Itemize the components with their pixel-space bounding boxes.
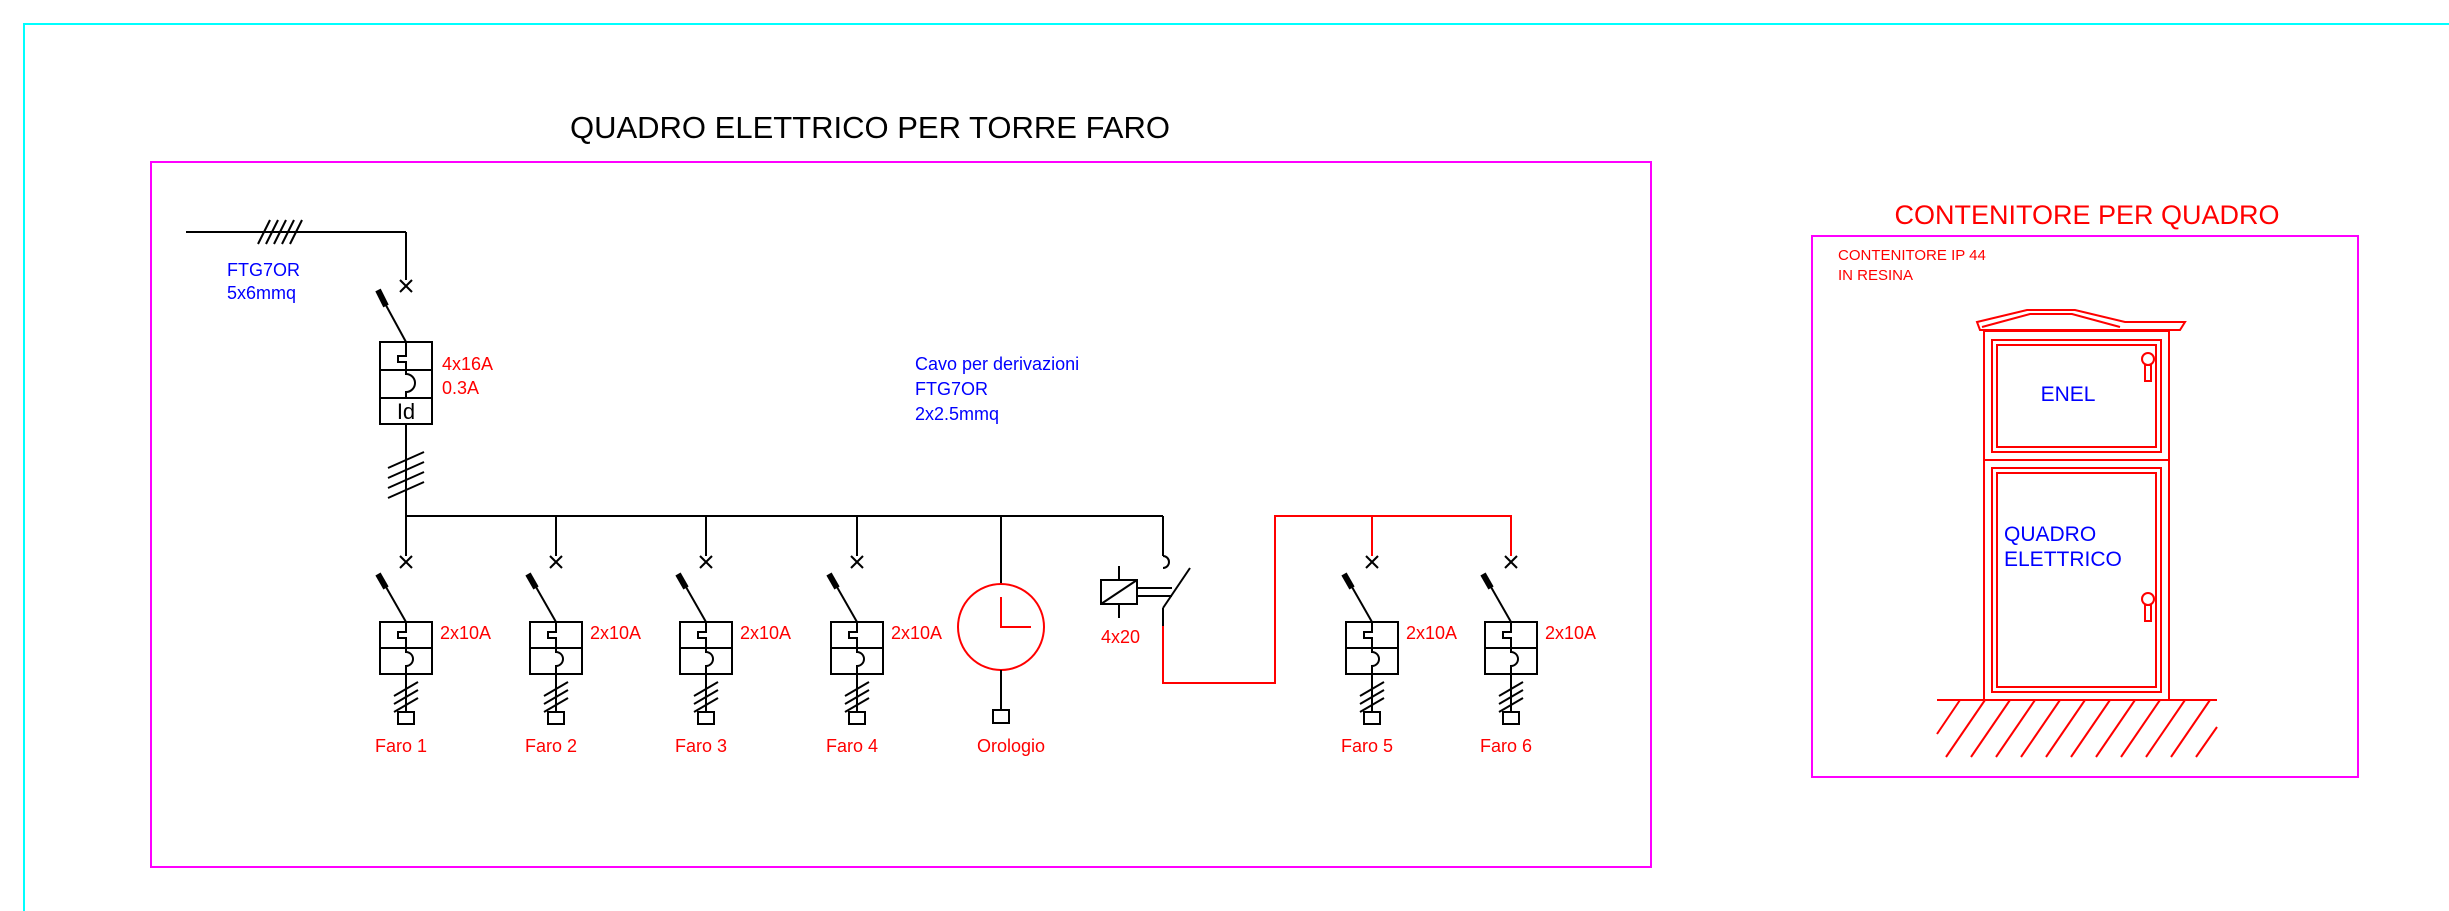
branch-rating-4: 2x10A xyxy=(891,623,942,643)
branch-label-1: Faro 1 xyxy=(375,736,427,756)
cabinet-bottom-line2: ELETTRICO xyxy=(2004,548,2122,571)
contactor-rating: 4x20 xyxy=(1101,627,1140,647)
sheet-frame xyxy=(23,23,2449,911)
main-rcd-symbol: Id xyxy=(397,399,415,424)
cabinet-note-line1: CONTENITORE IP 44 xyxy=(1838,247,1986,264)
branch-rating-3: 2x10A xyxy=(740,623,791,643)
cabinet-title: CONTENITORE PER QUADRO xyxy=(1894,200,2279,230)
main-breaker-sensitivity: 0.3A xyxy=(442,378,479,398)
branch-breaker-6: 2x10A Faro 6 xyxy=(1480,516,1596,756)
branch-rating-5: 2x10A xyxy=(1406,623,1457,643)
branch-breaker-5: 2x10A Faro 5 xyxy=(1341,516,1457,756)
branch-label-6: Faro 6 xyxy=(1480,736,1532,756)
branch-cable-section: 2x2.5mmq xyxy=(915,404,999,424)
branch-breakers: 2x10A Faro 1 2x10A Faro 2 2x10A Faro 3 2x10A Fa… xyxy=(375,516,1596,756)
branch-label-4: Faro 4 xyxy=(826,736,878,756)
cabinet-note-line2: IN RESINA xyxy=(1838,267,1913,284)
feed-cable-type: FTG7OR xyxy=(227,260,300,280)
branch-cable-type: FTG7OR xyxy=(915,379,988,399)
branch-breaker-4: 2x10A Faro 4 xyxy=(826,516,942,756)
cabinet-top-compartment: ENEL xyxy=(2041,383,2096,406)
main-rcd-breaker xyxy=(375,279,433,516)
branch-cable-title: Cavo per derivazioni xyxy=(915,354,1079,374)
branch-breaker-3: 2x10A Faro 3 xyxy=(675,516,791,756)
cabinet-bottom-line1: QUADRO xyxy=(2004,523,2096,546)
feed-cable-section: 5x6mmq xyxy=(227,283,296,303)
clock-label: Orologio xyxy=(977,736,1045,756)
cabinet-drawing xyxy=(1936,309,2218,758)
branch-breaker-1: 2x10A Faro 1 xyxy=(375,516,491,756)
branch-rating-2: 2x10A xyxy=(590,623,641,643)
clock-timer xyxy=(957,516,1045,724)
cabinet-border xyxy=(1811,235,2359,778)
contactor-output-line xyxy=(1162,515,1512,684)
branch-rating-1: 2x10A xyxy=(440,623,491,643)
main-title: QUADRO ELETTRICO PER TORRE FARO xyxy=(570,110,1170,145)
contactor xyxy=(1100,516,1191,626)
incoming-feed xyxy=(186,219,407,280)
main-breaker-rating: 4x16A xyxy=(442,354,493,374)
branch-rating-6: 2x10A xyxy=(1545,623,1596,643)
branch-breaker-2: 2x10A Faro 2 xyxy=(525,516,641,756)
branch-label-3: Faro 3 xyxy=(675,736,727,756)
branch-label-5: Faro 5 xyxy=(1341,736,1393,756)
branch-label-2: Faro 2 xyxy=(525,736,577,756)
panel-border xyxy=(150,161,1652,868)
